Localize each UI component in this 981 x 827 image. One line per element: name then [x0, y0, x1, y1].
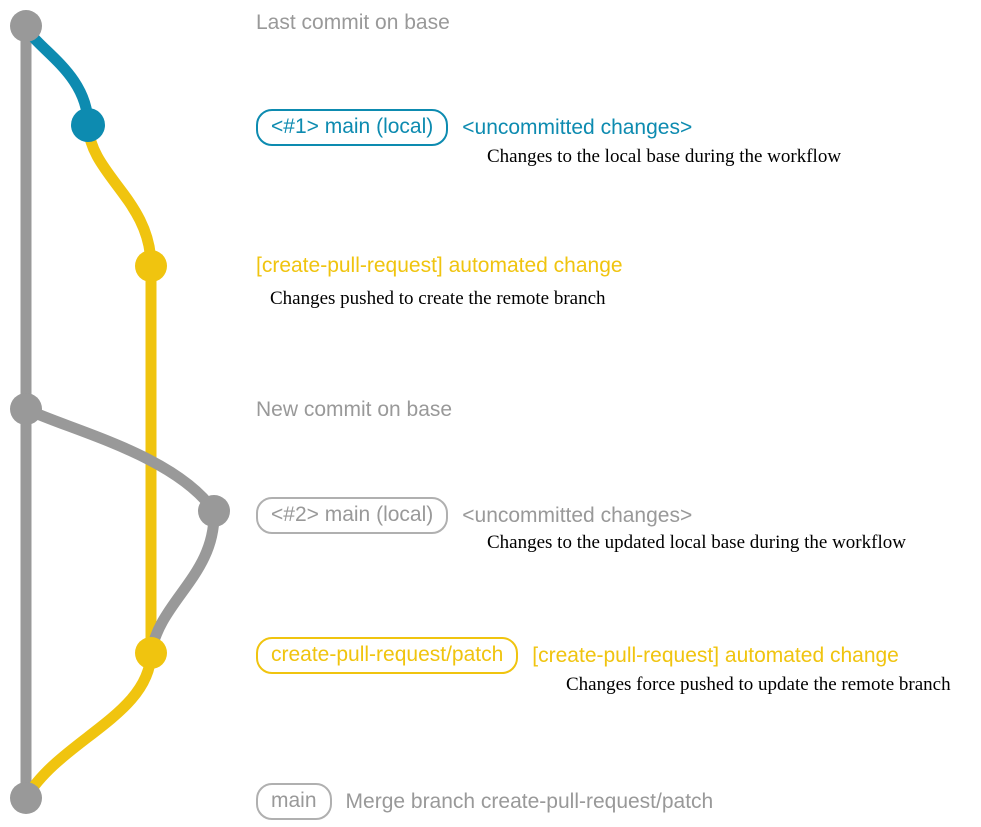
- patch-merge-into-base-line: [20, 647, 157, 804]
- commit-node-local-uncommitted-1[interactable]: [71, 108, 105, 142]
- updated-local-branch-line: [20, 403, 220, 517]
- commit-subject: [create-pull-request] automated change: [256, 254, 623, 277]
- commit-row-merge-commit: main Merge branch create-pull-request/pa…: [256, 783, 713, 820]
- commit-subject: Merge branch create-pull-request/patch: [345, 789, 714, 813]
- commit-row-local-uncommitted-2: <#2> main (local) <uncommitted changes>: [256, 497, 692, 534]
- ref-badge-main[interactable]: main: [256, 783, 332, 820]
- local-branch-blue-line: [20, 20, 94, 131]
- ref-badge-main-local-2[interactable]: <#2> main (local): [256, 497, 449, 534]
- commit-subject: New commit on base: [256, 398, 453, 421]
- commit-row-automated-change-1: [create-pull-request] automated change: [256, 254, 623, 278]
- commit-description-automated-change-1: Changes pushed to create the remote bran…: [270, 288, 606, 309]
- updated-local-to-patch-line: [145, 505, 220, 659]
- commit-node-new-commit-on-base[interactable]: [10, 393, 42, 425]
- commit-row-automated-change-2: create-pull-request/patch [create-pull-r…: [256, 637, 899, 674]
- patch-branch-upper-line: [82, 119, 157, 272]
- commit-node-merge-commit[interactable]: [10, 782, 42, 814]
- commit-row-last-commit-on-base: Last commit on base: [256, 11, 450, 35]
- ref-badge-create-pull-request-patch[interactable]: create-pull-request/patch: [256, 637, 519, 674]
- commit-description-local-uncommitted-2: Changes to the updated local base during…: [487, 532, 906, 553]
- commit-description-local-uncommitted-1: Changes to the local base during the wor…: [487, 146, 842, 167]
- commit-row-new-commit-on-base: New commit on base: [256, 398, 452, 422]
- commit-description-automated-change-2: Changes force pushed to update the remot…: [566, 674, 951, 695]
- commit-node-local-uncommitted-2[interactable]: [198, 495, 230, 527]
- commit-subject: Last commit on base: [256, 11, 450, 34]
- ref-badge-main-local-1[interactable]: <#1> main (local): [256, 109, 449, 146]
- commit-subject: <uncommitted changes>: [462, 115, 693, 139]
- commit-subject: <uncommitted changes>: [462, 503, 693, 527]
- commit-subject: [create-pull-request] automated change: [532, 643, 899, 667]
- commit-node-last-commit-on-base[interactable]: [10, 10, 42, 42]
- commit-node-automated-change-2[interactable]: [135, 637, 167, 669]
- commit-row-local-uncommitted-1: <#1> main (local) <uncommitted changes>: [256, 109, 692, 146]
- commit-node-automated-change-1[interactable]: [135, 250, 167, 282]
